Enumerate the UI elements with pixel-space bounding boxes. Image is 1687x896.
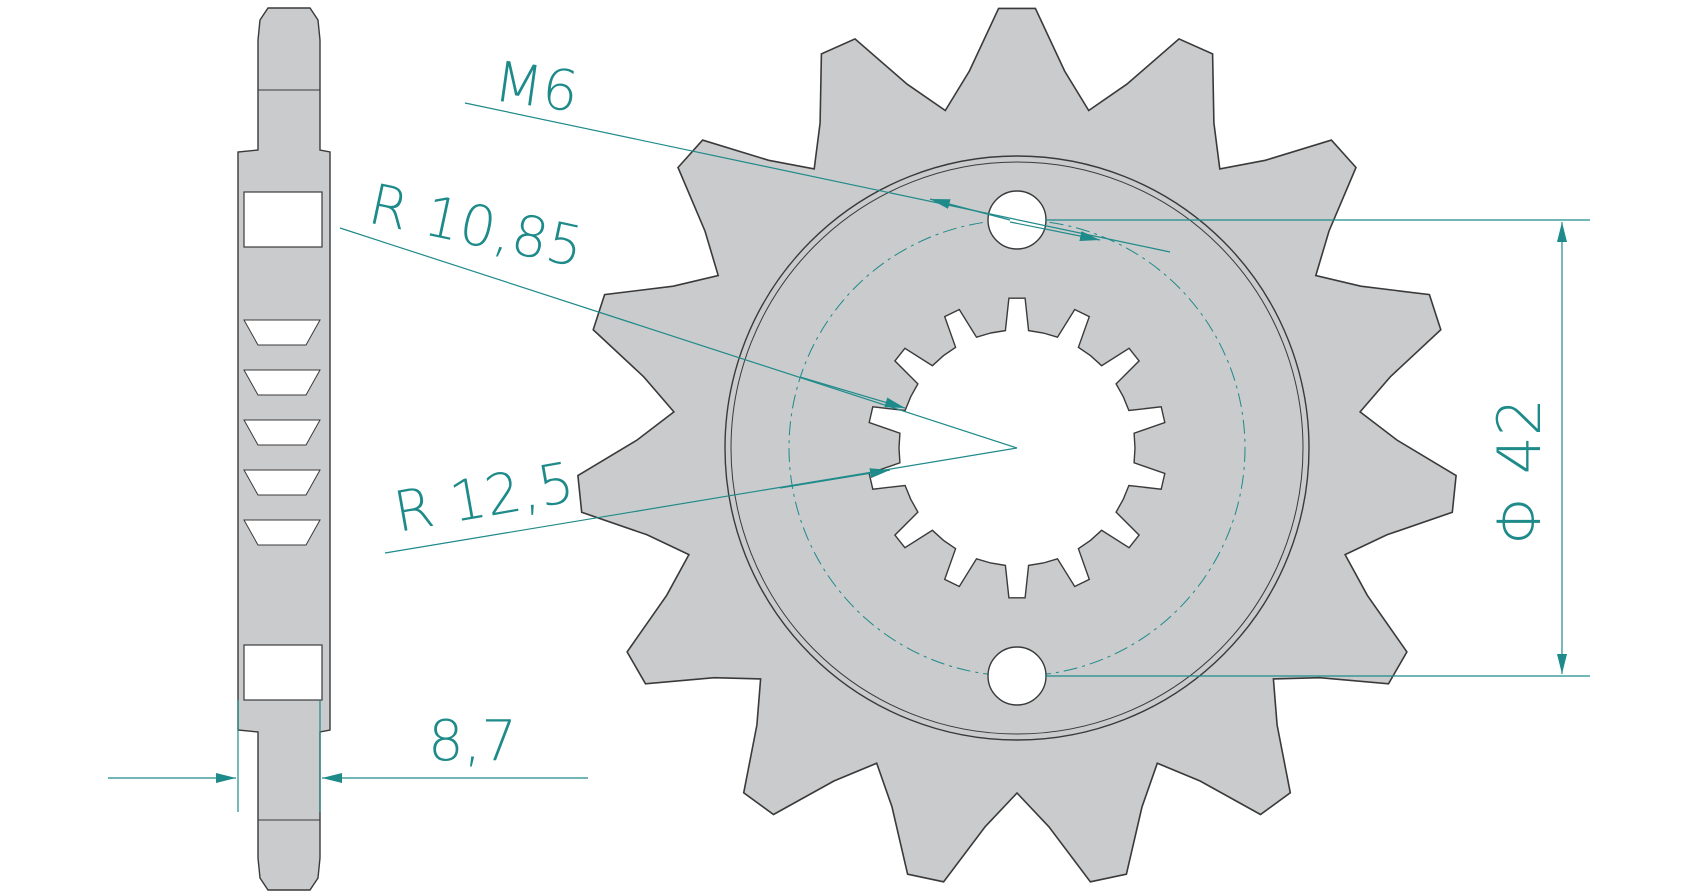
- side-view-spline: [243, 319, 321, 546]
- radius-inner-label: R 10,85: [363, 172, 589, 281]
- side-view: [237, 7, 331, 891]
- shoulder-circle: [724, 155, 1310, 741]
- front-view: [577, 7, 1457, 883]
- side-view-slot-top: [243, 191, 323, 248]
- dimension-lines: [108, 102, 1590, 812]
- bolt-circle-diameter-label: Φ 42: [1485, 398, 1555, 545]
- shoulder-circle-inner: [730, 161, 1304, 735]
- thickness-label: 8,7: [428, 709, 517, 774]
- side-view-slot-bottom: [243, 644, 323, 701]
- thread-size-label: M6: [490, 49, 582, 125]
- side-view-profile: [237, 7, 331, 891]
- radius-outer-label: R 12,5: [389, 450, 579, 546]
- bolt-hole-bottom: [987, 646, 1047, 706]
